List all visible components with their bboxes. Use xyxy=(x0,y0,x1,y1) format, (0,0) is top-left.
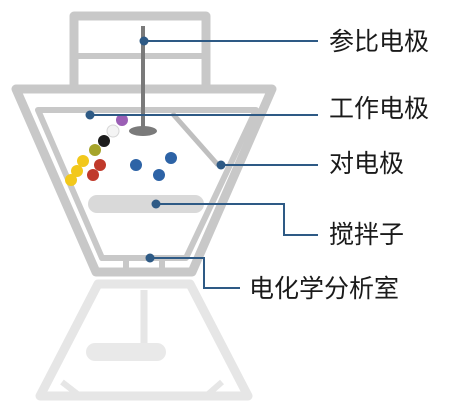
counter-electrode-rod xyxy=(170,111,220,167)
leader-chamber xyxy=(150,257,240,289)
working-electrode-disk xyxy=(129,126,157,136)
particles xyxy=(65,114,177,186)
stand-outline xyxy=(35,279,253,401)
particle-yellow-1 xyxy=(77,155,89,167)
particle-purple xyxy=(116,114,128,126)
particle-red-2 xyxy=(87,169,99,181)
particle-blue-1 xyxy=(130,159,142,171)
stand-right-strut xyxy=(204,379,224,399)
particle-olive xyxy=(89,144,101,156)
dot-counter xyxy=(216,160,226,170)
stir-bar xyxy=(88,195,204,213)
particle-black xyxy=(98,135,110,147)
cell-outer-wall xyxy=(11,84,277,277)
particle-yellow-3 xyxy=(65,174,77,186)
label-working-electrode: 工作电极 xyxy=(329,94,429,123)
leader-dots xyxy=(85,36,226,263)
leader-lines xyxy=(90,40,318,289)
stand-left-strut xyxy=(60,379,82,399)
label-stir-bar: 搅拌子 xyxy=(329,220,404,249)
dot-stirbar xyxy=(151,199,161,209)
dot-working xyxy=(85,110,95,120)
stand-crossbar xyxy=(86,343,166,361)
dot-reference xyxy=(139,36,149,46)
particle-yellow-2 xyxy=(71,165,83,177)
label-reference-electrode: 参比电极 xyxy=(329,27,429,56)
particle-white xyxy=(106,124,120,138)
dot-chamber xyxy=(145,253,155,263)
particle-red-1 xyxy=(94,159,106,171)
chamber-funnel xyxy=(123,258,165,272)
label-analysis-chamber: 电化学分析室 xyxy=(249,274,399,303)
particle-blue-3 xyxy=(165,152,177,164)
housing-outer xyxy=(69,11,211,87)
label-counter-electrode: 对电极 xyxy=(329,149,404,178)
particle-blue-2 xyxy=(153,169,165,181)
support-stand xyxy=(35,279,253,401)
reference-electrode-housing xyxy=(69,11,211,87)
leader-stirbar xyxy=(156,203,318,236)
